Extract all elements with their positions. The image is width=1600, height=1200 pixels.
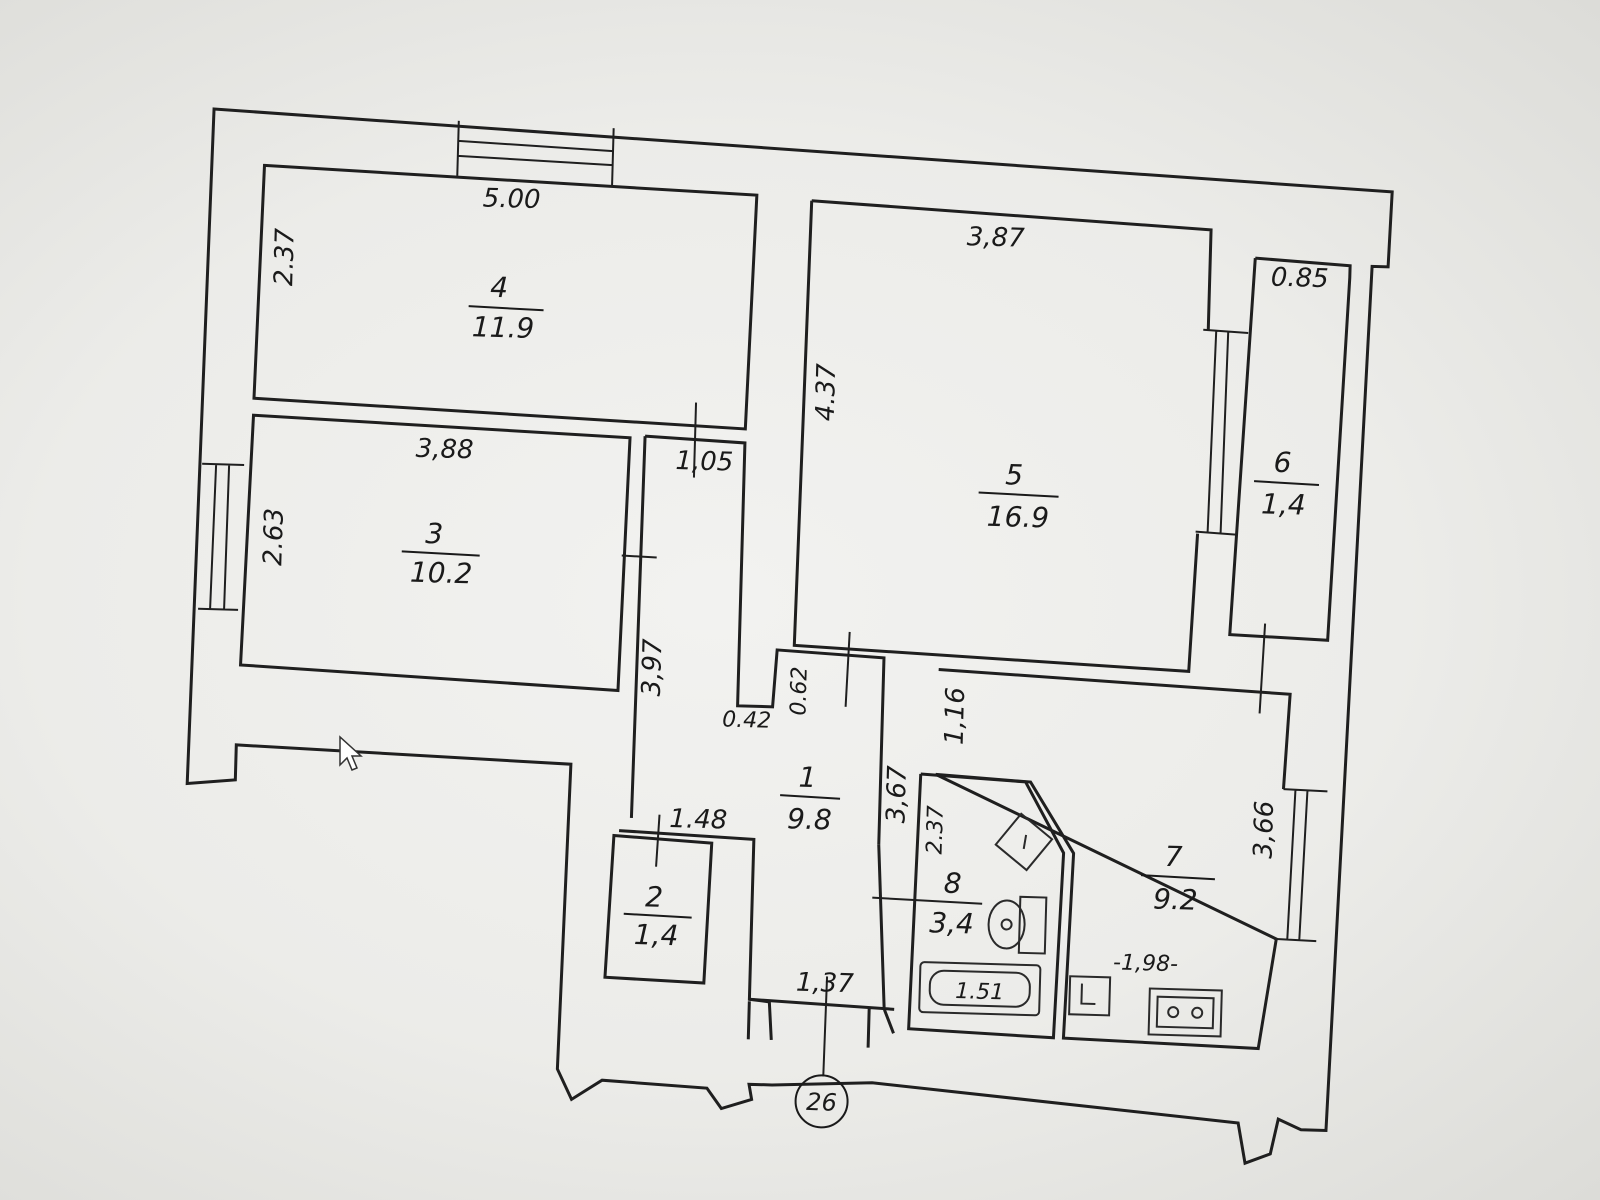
room-5-label: 5 16.9 bbox=[978, 458, 1059, 535]
dim-148: 1.48 bbox=[669, 804, 728, 836]
room-8-label: 8 3,4 bbox=[929, 867, 974, 941]
svg-text:1: 1 bbox=[798, 761, 817, 794]
dim-042: 0.42 bbox=[722, 707, 772, 733]
door-marks bbox=[621, 402, 1267, 1077]
svg-text:9.8: 9.8 bbox=[787, 802, 832, 836]
window-room-3 bbox=[198, 462, 245, 611]
bottom-wall bbox=[746, 844, 895, 1048]
dim-366: 3,66 bbox=[1249, 800, 1281, 859]
room-6-walls bbox=[1228, 256, 1352, 642]
corridor-door-dim: 1,05 bbox=[675, 446, 734, 478]
dim-367: 3,67 bbox=[881, 765, 913, 824]
room-5-depth-dim: 4.37 bbox=[811, 362, 843, 421]
window-room-7 bbox=[1274, 788, 1328, 943]
toilet-icon bbox=[987, 895, 1048, 955]
room-6-width-dim: 0.85 bbox=[1270, 263, 1329, 295]
outer-wall bbox=[185, 107, 1394, 1166]
svg-text:7: 7 bbox=[1164, 840, 1183, 873]
building-number-badge: 26 bbox=[794, 1074, 849, 1129]
room-4-walls bbox=[252, 163, 759, 431]
svg-text:9.2: 9.2 bbox=[1153, 883, 1198, 917]
corridor-length-dim: 3,97 bbox=[637, 638, 669, 697]
room-7-label: 7 9.2 bbox=[1140, 840, 1215, 917]
svg-text:1,4: 1,4 bbox=[1261, 487, 1306, 521]
dim-198: -1,98- bbox=[1113, 950, 1179, 977]
window-room-5 bbox=[1195, 328, 1249, 536]
washbasin-icon bbox=[1068, 975, 1112, 1017]
dim-062: 0.62 bbox=[786, 666, 812, 716]
room-3-walls bbox=[238, 413, 632, 693]
svg-text:26: 26 bbox=[806, 1088, 837, 1117]
room-4-width-dim: 5.00 bbox=[482, 184, 541, 216]
room-3-width-dim: 3,88 bbox=[415, 434, 474, 466]
room-6-label: 6 1,4 bbox=[1254, 446, 1320, 522]
mouse-cursor-icon bbox=[339, 735, 363, 771]
svg-text:8: 8 bbox=[943, 867, 962, 900]
sink-icon bbox=[994, 812, 1054, 872]
stove-icon bbox=[1147, 987, 1223, 1038]
room-8-walls bbox=[907, 772, 1066, 1040]
room-4-depth-dim: 2.37 bbox=[269, 227, 301, 286]
room-2-label: 2 1,4 bbox=[623, 880, 692, 952]
svg-text:3: 3 bbox=[425, 517, 444, 550]
svg-text:2: 2 bbox=[645, 880, 664, 913]
bathtub-icon bbox=[918, 961, 1042, 1017]
window-room-4 bbox=[456, 120, 615, 186]
svg-text:11.9: 11.9 bbox=[471, 310, 534, 345]
svg-text:6: 6 bbox=[1273, 446, 1292, 479]
room-5-walls bbox=[792, 199, 1213, 674]
bath-dim: 1.51 bbox=[955, 979, 1005, 1005]
room-5-width-dim: 3,87 bbox=[966, 222, 1025, 254]
svg-text:4: 4 bbox=[490, 271, 509, 304]
svg-text:3,4: 3,4 bbox=[929, 906, 974, 940]
room-3-depth-dim: 2.63 bbox=[258, 508, 290, 567]
room-2-walls bbox=[603, 833, 714, 985]
svg-text:10.2: 10.2 bbox=[410, 556, 473, 591]
svg-text:5: 5 bbox=[1005, 458, 1024, 491]
svg-text:16.9: 16.9 bbox=[986, 500, 1049, 535]
dim-137: 1,37 bbox=[796, 968, 855, 1000]
dim-237-bath: 2.37 bbox=[923, 805, 949, 855]
room-1-label: 1 9.8 bbox=[780, 761, 841, 837]
room-4-label: 4 11.9 bbox=[468, 271, 544, 345]
dim-116: 1,16 bbox=[940, 687, 972, 746]
svg-text:1,4: 1,4 bbox=[633, 918, 678, 952]
room-3-label: 3 10.2 bbox=[401, 517, 480, 591]
plan-drawing: 4 11.9 3 10.2 5 16.9 6 1,4 1 9.8 2 1,4 bbox=[185, 107, 1394, 1166]
